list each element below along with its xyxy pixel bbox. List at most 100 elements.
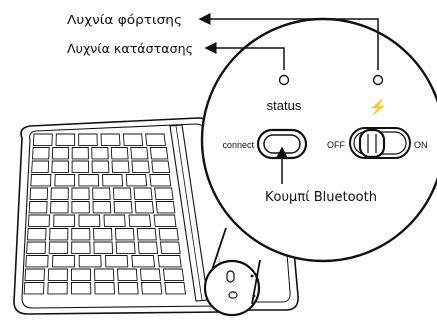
keyboard-key [92,187,111,200]
keyboard-key [48,241,69,254]
keyboard-key [130,147,149,160]
keyboard-key [47,282,68,295]
keyboard-key [158,228,179,241]
keyboard-key [30,174,52,187]
keyboard-key [78,255,102,268]
keyboard-key [102,174,124,187]
keyboard-key [54,174,76,187]
keyboard-key [50,201,69,214]
status-light-callout: Λυχνία κατάστασης [67,41,193,56]
keyboard-key [113,201,133,214]
small-led-dot [250,274,254,278]
keyboard-key [154,187,174,200]
keyboard-key [27,214,50,227]
keyboard-key [52,255,75,268]
keyboard-key [94,282,115,295]
keyboard-key [91,160,110,173]
keyboard-key [162,268,185,281]
charge-bolt-icon: ⚡ [369,98,388,116]
keyboard-key [103,214,126,227]
keyboard-key [157,255,182,268]
bluetooth-button-callout: Κουμπί Bluetooth [265,190,377,205]
keyboard-key [105,255,129,268]
small-button-icon [228,291,238,299]
keyboard-key [115,241,136,254]
keyboard-key [153,214,177,227]
keyboard-key [149,147,169,160]
keyboard-key [71,187,90,200]
keyboard-key [92,201,112,214]
callouts: Λυχνία φόρτισης Λυχνία κατάστασης [67,12,379,70]
keyboard-key [71,147,89,160]
keyboard-key [131,255,156,268]
power-switch-knob [358,128,386,159]
keyboard-key [94,268,115,281]
keyboard-key [111,160,130,173]
keyboard-key [110,147,129,160]
keyboard-key [53,214,75,227]
keyboard-key [155,201,176,214]
keyboard-key [114,228,135,241]
bluetooth-button[interactable] [256,128,308,160]
keyboard-key [93,241,114,254]
status-arrow [204,42,285,70]
keyboard-key [51,147,70,160]
keyboard-key [70,282,92,295]
keyboard-key [71,241,91,254]
charging-arrow [198,13,379,70]
keyboard-key [117,282,139,295]
zoom-circle: status ⚡ connect OFF ON Κουμπί Bluetooth [200,17,437,305]
charging-light-callout: Λυχνία φόρτισης [67,12,182,27]
keyboard-key [164,282,186,295]
keyboard-key [24,268,45,281]
small-switch-icon [226,270,235,283]
keyboard-key [26,241,46,254]
keyboard-key [55,133,76,146]
off-label: OFF [327,140,345,150]
keyboard-key [28,201,48,214]
keyboard-key [29,187,49,200]
keyboard-key [47,268,68,281]
keyboard-key [134,201,155,214]
keyboard-key [139,268,161,281]
keyboard-key [49,228,69,241]
keyboard-key [25,255,49,268]
keyboard-key [78,133,98,146]
keyboard-key [71,160,90,173]
keyboard-key [51,160,70,173]
keyboard-key [125,174,148,187]
charging-led [372,74,384,86]
keyboard-key [71,268,92,281]
status-led [278,74,290,86]
keyboard-key [141,282,163,295]
keyboard-keys [23,133,186,295]
keyboard-key [23,282,45,295]
keyboard-key [136,228,157,241]
keyboard-key [26,228,47,241]
keyboard-key [128,214,152,227]
keyboard-key [71,201,90,214]
keyboard-key [91,147,109,160]
keyboard-key [131,160,150,173]
keyboard-key [31,147,50,160]
keyboard-key [32,133,53,146]
keyboard-key [145,133,166,146]
keyboard-key [71,228,91,241]
keyboard-key [78,214,101,227]
keyboard-key [78,174,100,187]
on-label: ON [414,140,428,150]
keyboard-key [50,187,69,200]
power-switch[interactable] [349,127,411,159]
keyboard-key [137,241,159,254]
keyboard-key [133,187,153,200]
keyboard-key [117,268,138,281]
keyboard-key [122,133,144,146]
connect-label: connect [222,140,254,150]
keyboard-key [112,187,132,200]
keyboard-key [100,133,121,146]
status-label: status [267,98,302,113]
keyboard-key [151,160,171,173]
keyboard-key [149,174,172,187]
